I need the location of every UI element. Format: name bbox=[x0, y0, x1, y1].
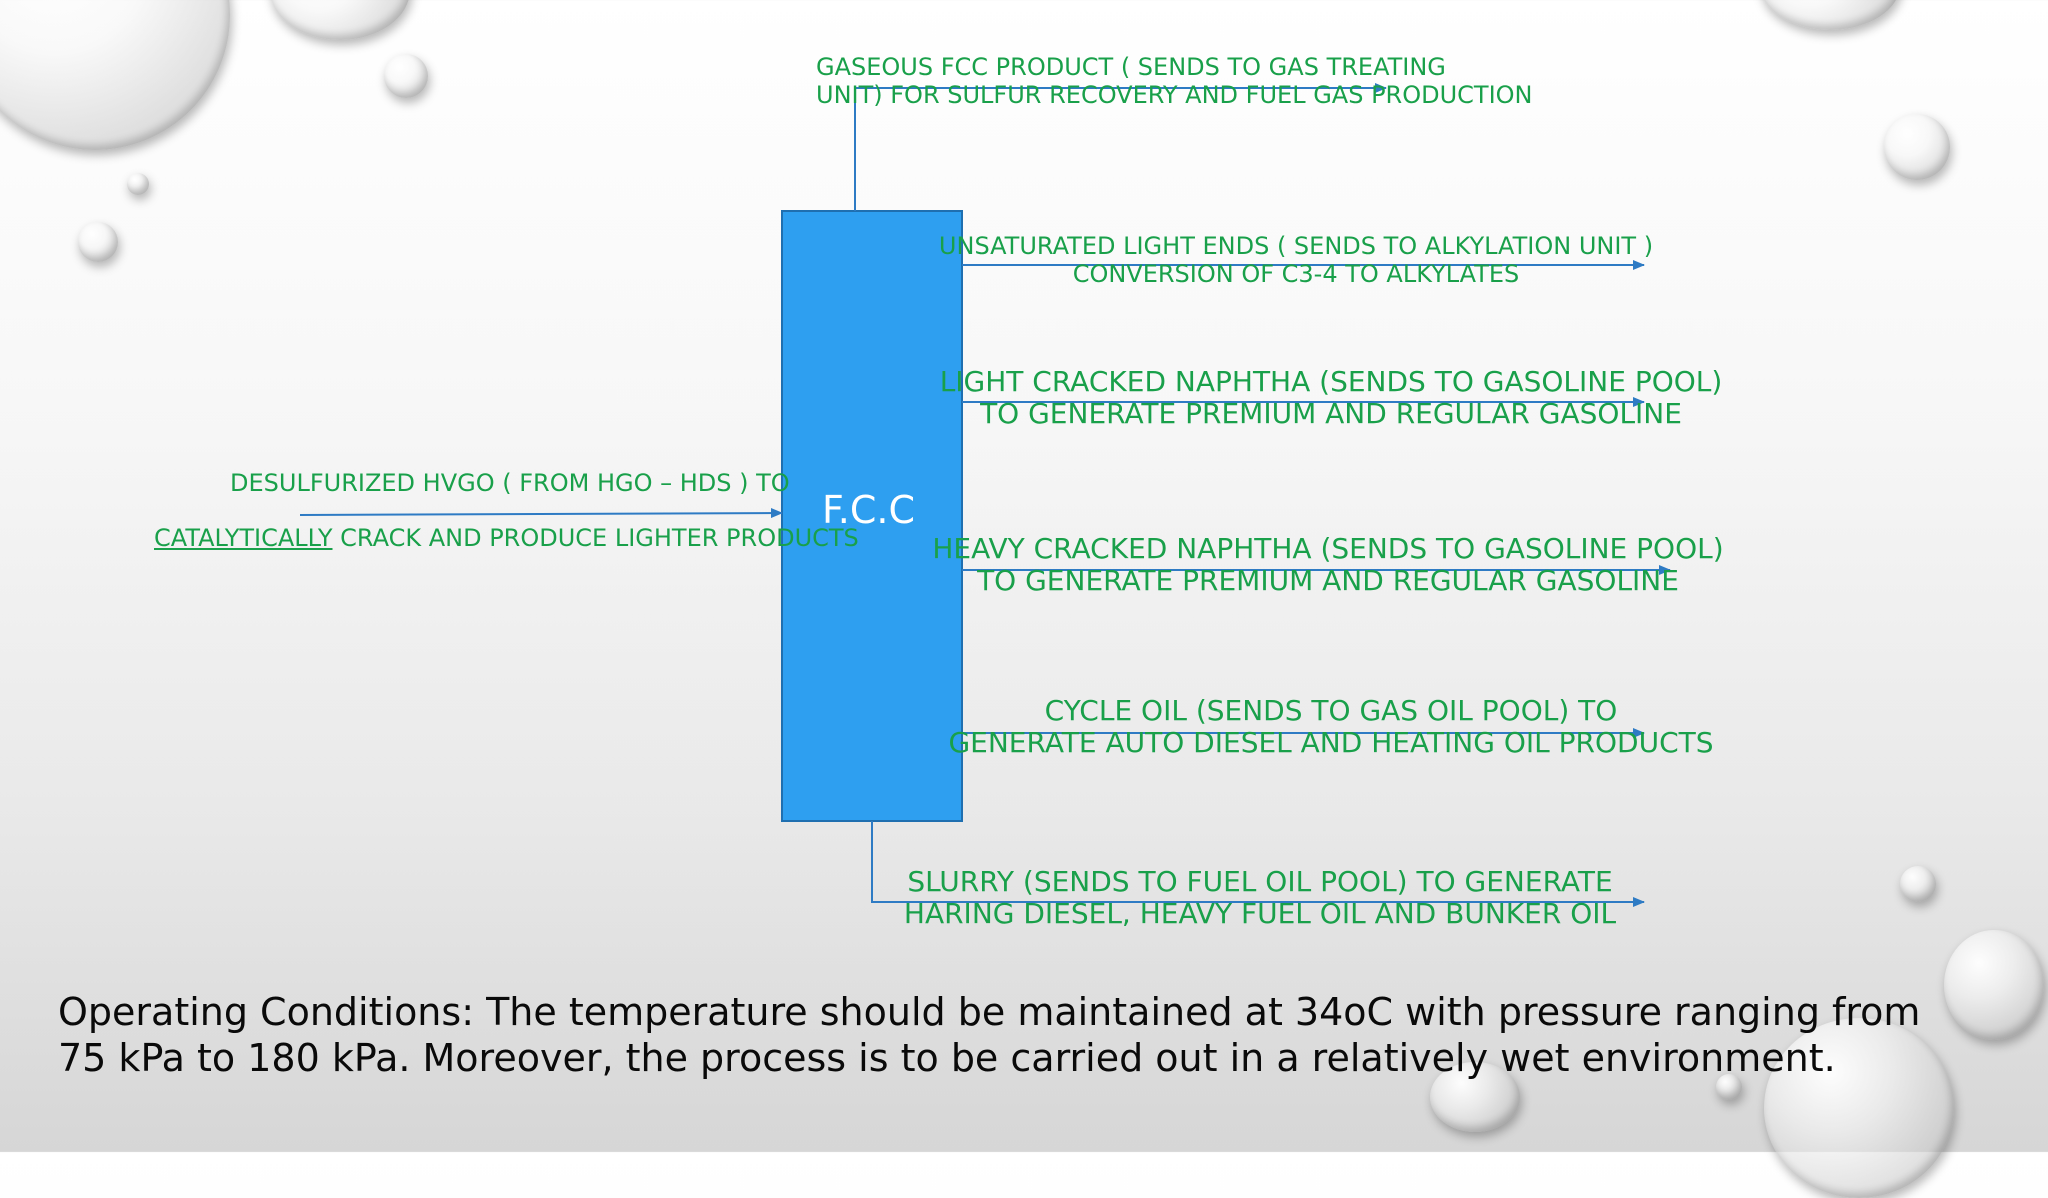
water-drop-decoration bbox=[1884, 114, 1950, 180]
water-drop-decoration bbox=[1430, 1062, 1520, 1132]
light-naphtha-line2: TO GENERATE PREMIUM AND REGULAR GASOLINE bbox=[980, 397, 1682, 431]
heavy-naphtha-line2: TO GENERATE PREMIUM AND REGULAR GASOLINE bbox=[977, 564, 1679, 598]
cycle-oil-line1: CYCLE OIL (SENDS TO GAS OIL POOL) TO bbox=[1044, 694, 1618, 727]
slurry-arrow bbox=[871, 821, 1645, 907]
cycle-oil-label: CYCLE OIL (SENDS TO GAS OIL POOL) TO GEN… bbox=[926, 694, 1736, 760]
heavy-naphtha-label: HEAVY CRACKED NAPHTHA (SENDS TO GASOLINE… bbox=[918, 532, 1738, 598]
feed-label-highlight: CATALYTICALLY bbox=[154, 524, 333, 552]
gaseous-product-label: GASEOUS FCC PRODUCT ( SENDS TO GAS TREAT… bbox=[816, 53, 1533, 109]
slurry-line2: HARING DIESEL, HEAVY FUEL OIL AND BUNKER… bbox=[903, 897, 1617, 931]
operating-conditions-text: Operating Conditions: The temperature sh… bbox=[58, 990, 1921, 1080]
light-naphtha-label: LIGHT CRACKED NAPHTHA (SENDS TO GASOLINE… bbox=[926, 365, 1736, 431]
gaseous-product-line2: UNIT) FOR SULFUR RECOVERY AND FUEL GAS P… bbox=[816, 80, 1533, 109]
feed-label-line2: CATALYTICALLY CRACK AND PRODUCE LIGHTER … bbox=[154, 524, 859, 553]
light-naphtha-line1: LIGHT CRACKED NAPHTHA (SENDS TO GASOLINE… bbox=[939, 365, 1723, 398]
light-ends-line2: CONVERSION OF C3-4 TO ALKYLATES bbox=[1072, 259, 1520, 288]
light-ends-label: UNSATURATED LIGHT ENDS ( SENDS TO ALKYLA… bbox=[926, 232, 1666, 288]
slurry-line1: SLURRY (SENDS TO FUEL OIL POOL) TO GENER… bbox=[907, 865, 1613, 898]
feed-arrow bbox=[299, 508, 783, 519]
water-drop-decoration bbox=[384, 54, 428, 98]
water-drop-decoration bbox=[1944, 930, 2044, 1040]
fcc-unit-label: F.C.C bbox=[822, 488, 915, 532]
water-drop-decoration bbox=[127, 173, 149, 195]
process-flow-diagram bbox=[299, 83, 1671, 907]
feed-label-rest: CRACK AND PRODUCE LIGHTER PRODUCTS bbox=[332, 524, 859, 552]
light-ends-line1: UNSATURATED LIGHT ENDS ( SENDS TO ALKYLA… bbox=[938, 232, 1654, 260]
water-drop-decoration bbox=[1900, 866, 1936, 902]
feed-label-line1: DESULFURIZED HVGO ( FROM HGO – HDS ) TO bbox=[230, 469, 790, 497]
gaseous-product-line1: GASEOUS FCC PRODUCT ( SENDS TO GAS TREAT… bbox=[816, 53, 1446, 81]
slurry-label: SLURRY (SENDS TO FUEL OIL POOL) TO GENER… bbox=[870, 865, 1650, 931]
cycle-oil-line2: GENERATE AUTO DIESEL AND HEATING OIL PRO… bbox=[948, 726, 1714, 760]
gaseous-product-arrow bbox=[854, 83, 1387, 211]
water-drop-decoration bbox=[1716, 1074, 1742, 1100]
water-drop-decoration bbox=[78, 222, 118, 262]
heavy-naphtha-line1: HEAVY CRACKED NAPHTHA (SENDS TO GASOLINE… bbox=[932, 532, 1724, 565]
